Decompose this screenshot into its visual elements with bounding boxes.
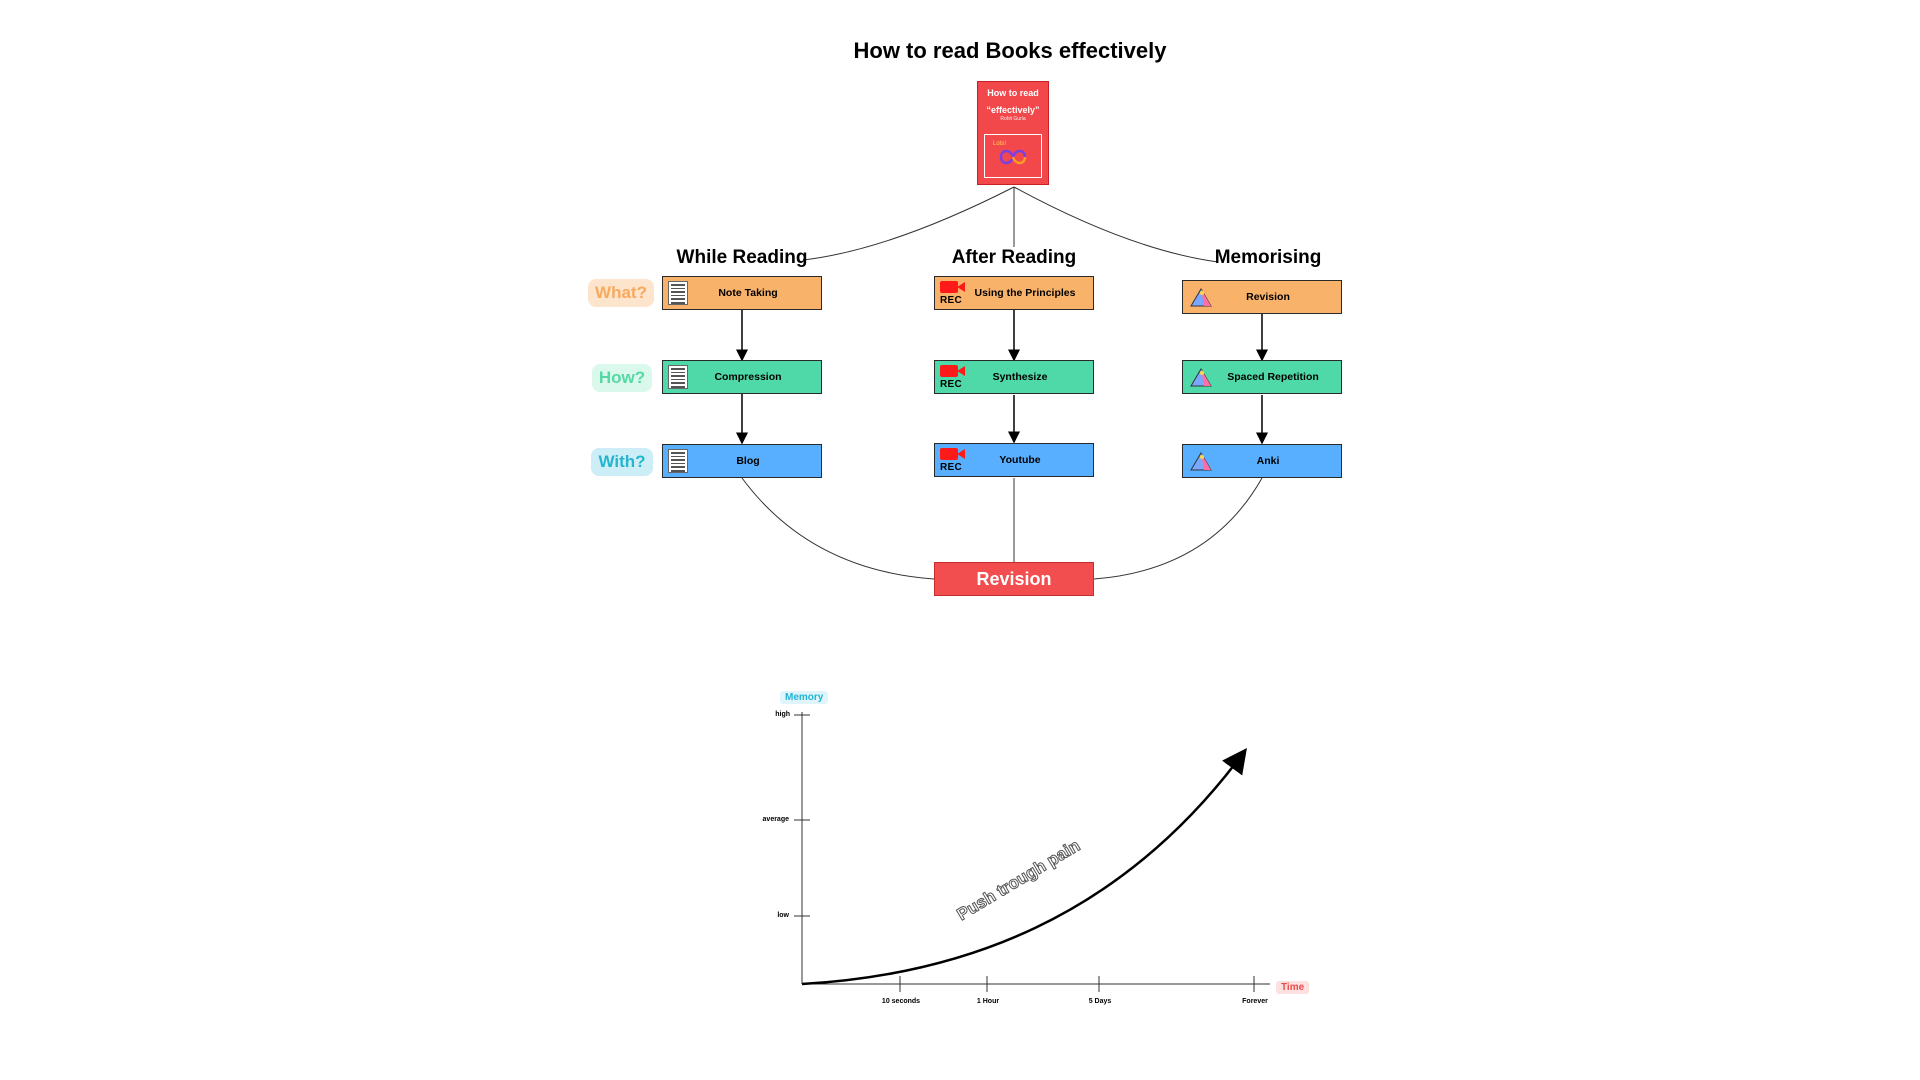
node-label: Youtube	[999, 454, 1041, 466]
x-tick-label-1-hour: 1 Hour	[976, 998, 1000, 1005]
y-axis-label: Memory	[780, 691, 829, 704]
revision-box[interactable]: Revision	[934, 562, 1094, 596]
node-synthesize[interactable]: REC Synthesize	[934, 360, 1094, 394]
x-tick-label-5-days: 5 Days	[1088, 998, 1112, 1005]
node-youtube[interactable]: REC Youtube	[934, 443, 1094, 477]
page-title: How to read Books effectively	[853, 38, 1167, 63]
infinity-icon	[999, 149, 1027, 165]
rec-text: REC	[940, 462, 963, 473]
node-label: Note Taking	[718, 287, 778, 299]
notes-icon	[668, 449, 688, 473]
memory-curve	[801, 747, 1247, 986]
anki-icon	[1190, 288, 1212, 307]
node-label: Blog	[736, 455, 760, 467]
notes-icon	[668, 281, 688, 305]
video-record-icon: REC	[938, 280, 968, 308]
connector-revision-memo	[1093, 477, 1263, 580]
x-tick-label-10-seconds: 10 seconds	[881, 998, 921, 1005]
x-tick-label-forever: Forever	[1242, 998, 1268, 1005]
book-title-line1: How to read	[987, 88, 1039, 98]
book-cover-frame: Lots!	[984, 134, 1042, 178]
notes-icon	[668, 365, 688, 389]
y-tick-label-low: low	[777, 912, 789, 919]
video-record-icon: REC	[938, 364, 968, 392]
node-label: Anki	[1256, 455, 1280, 467]
node-label: Synthesize	[992, 371, 1048, 383]
anki-icon	[1190, 368, 1212, 387]
y-tick-label-average: average	[762, 816, 789, 823]
node-compression[interactable]: Compression	[662, 360, 822, 394]
connector-revision-while	[741, 477, 935, 580]
column-title-memorising: Memorising	[1214, 247, 1322, 268]
node-revision[interactable]: Revision	[1182, 280, 1342, 314]
row-label-how: How?	[592, 364, 652, 392]
node-label: Spaced Repetition	[1227, 371, 1319, 383]
node-label: Compression	[714, 371, 782, 383]
x-axis-label: Time	[1276, 981, 1310, 994]
y-tick-label-high: high	[775, 711, 790, 718]
node-blog[interactable]: Blog	[662, 444, 822, 478]
book-cover: How to read “effectively” Rohit Gurla Lo…	[977, 81, 1049, 185]
node-label: Revision	[1246, 291, 1290, 303]
node-note-taking[interactable]: Note Taking	[662, 276, 822, 310]
row-label-with: With?	[591, 448, 653, 476]
row-label-what: What?	[588, 279, 654, 307]
book-cover-tag: Lots!	[993, 141, 1007, 147]
rec-text: REC	[940, 379, 963, 390]
connector-book-while	[802, 186, 1015, 261]
book-author: Rohit Gurla	[1000, 116, 1026, 122]
book-title-line2: “effectively”	[986, 105, 1040, 115]
node-using-the-principles[interactable]: REC Using the Principles	[934, 276, 1094, 310]
connector-book-memo	[1013, 186, 1219, 263]
column-title-after-reading: After Reading	[951, 247, 1077, 268]
node-spaced-repetition[interactable]: Spaced Repetition	[1182, 360, 1342, 394]
node-label: Using the Principles	[974, 287, 1076, 299]
rec-text: REC	[940, 295, 963, 306]
node-anki[interactable]: Anki	[1182, 444, 1342, 478]
anki-icon	[1190, 452, 1212, 471]
video-record-icon: REC	[938, 447, 968, 475]
column-title-while-reading: While Reading	[676, 247, 808, 268]
